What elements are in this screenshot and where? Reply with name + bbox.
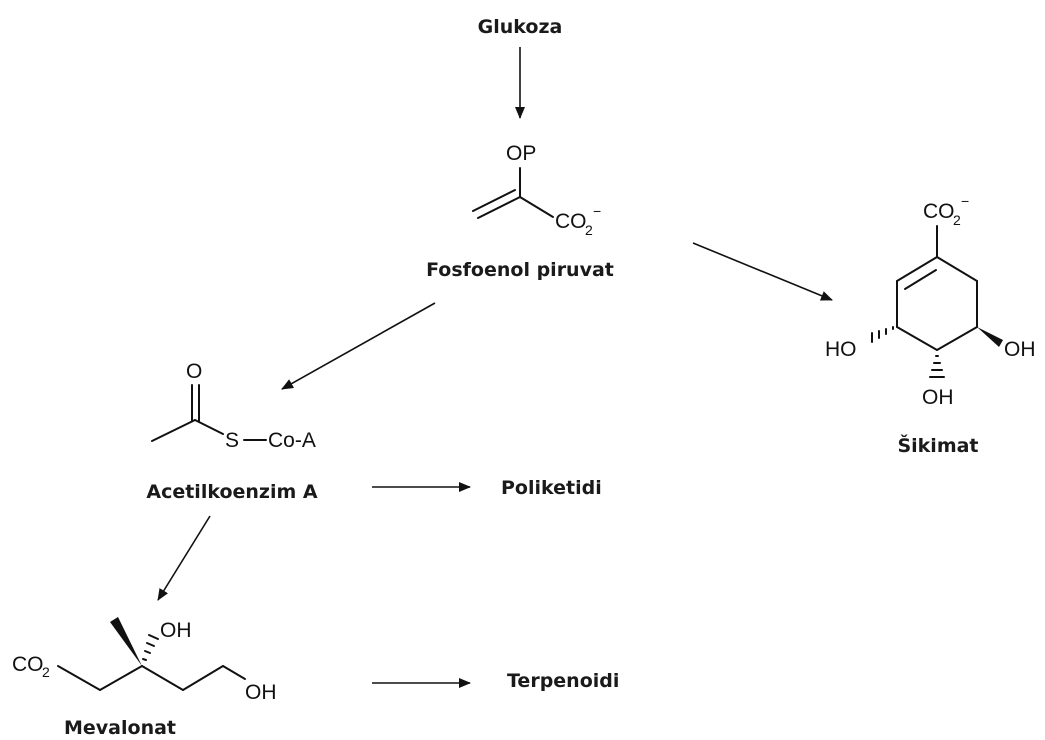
atom-shik-oh-bottom: OH <box>922 386 954 409</box>
atom-shik-co-sup: − <box>961 193 969 209</box>
atom-meva-oh-top: OH <box>160 619 192 642</box>
hashed-wedge-bottom <box>929 355 945 378</box>
bond-acetyl-methyl <box>151 419 196 442</box>
atom-pep-op: OP <box>506 142 536 165</box>
bond-pep-double-1 <box>477 196 521 219</box>
arrow-pep-to-acetilkoenzim <box>281 302 436 390</box>
bond-shik-ring-3 <box>936 326 978 351</box>
atom-acetyl-o: O <box>186 360 202 383</box>
arrow-pep-to-sikimat <box>692 242 833 301</box>
atom-meva-oh-end: OH <box>245 681 277 704</box>
label-glukoza: Glukoza <box>478 16 563 38</box>
atom-meva-co-sub: 2 <box>42 664 50 680</box>
bond-meva-2 <box>99 665 143 691</box>
label-poliketidi: Poliketidi <box>501 477 602 499</box>
atom-pep-co-sup: − <box>593 203 601 219</box>
bond-shik-ring-6 <box>896 256 938 282</box>
label-terpenoidi: Terpenoidi <box>507 670 619 692</box>
bond-shik-ring-4 <box>896 326 938 351</box>
label-sikimat: Šikimat <box>897 433 978 457</box>
atom-acetyl-coa: Co-A <box>268 429 316 452</box>
atom-shik-co: CO <box>923 200 955 223</box>
bond-meva-5 <box>222 665 246 680</box>
atom-pep-co-sub: 2 <box>585 222 593 238</box>
atom-shik-co-sub: 2 <box>953 212 961 228</box>
bond-pep-c-co <box>519 196 554 218</box>
label-acetilkoenzim-a: Acetilkoenzim A <box>146 481 318 503</box>
label-mevalonat: Mevalonat <box>64 717 176 739</box>
structure-pep: OP CO 2 − <box>472 142 601 238</box>
solid-wedge-right <box>977 327 1003 347</box>
bond-pep-double-2 <box>472 189 516 212</box>
hashed-wedge-left <box>871 326 894 343</box>
atom-shik-oh-right: OH <box>1004 338 1036 361</box>
bond-meva-1 <box>57 665 101 691</box>
atom-pep-co: CO <box>555 210 587 233</box>
structure-mevalonat: CO 2 OH OH <box>12 617 277 704</box>
bond-shik-ring-1 <box>936 256 978 282</box>
hashed-wedge-oh <box>142 634 159 661</box>
bond-shik-ring-double <box>904 269 937 290</box>
atom-shik-ho-left: HO <box>825 338 857 361</box>
arrow-acetilkoenzim-to-mevalonat <box>157 515 211 601</box>
structure-acetilkoenzim: O S Co-A <box>151 360 316 452</box>
structure-sikimat: CO 2 − HO OH OH <box>825 193 1036 409</box>
atom-acetyl-s: S <box>225 429 239 452</box>
bond-meva-4 <box>182 665 224 691</box>
solid-wedge-methyl <box>110 617 142 666</box>
label-fosfoenol-piruvat: Fosfoenol piruvat <box>426 259 614 281</box>
bond-meva-3 <box>141 665 184 691</box>
atom-meva-co: CO <box>12 653 44 676</box>
bond-acetyl-c-s <box>194 419 224 435</box>
